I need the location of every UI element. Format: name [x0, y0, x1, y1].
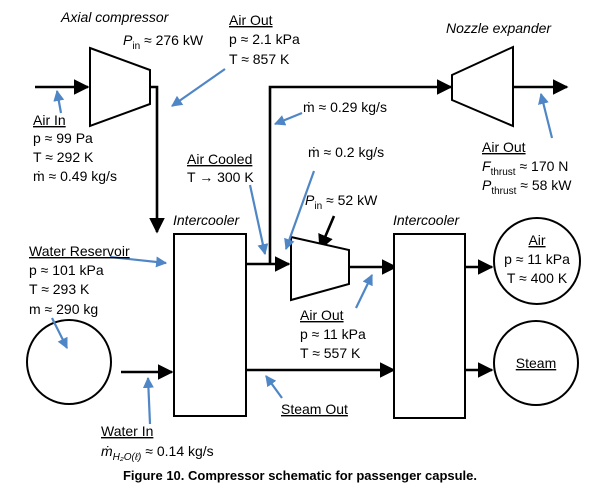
- split-flow-mass-flow: ṁ ≈ 0.29 kg/s: [303, 99, 387, 115]
- air-in-temperature: T ≈ 292 K: [33, 149, 94, 165]
- split-flow-callout: [273, 111, 303, 126]
- water-in-mass-flow: ṁH₂O(ℓ) ≈ 0.14 kg/s: [101, 443, 214, 463]
- nozzle-out-title: Air Out: [482, 139, 526, 155]
- air-out-mid-temperature: T ≈ 557 K: [300, 345, 361, 361]
- air-out-mid-callout: [355, 274, 373, 309]
- air-in-pressure: p ≈ 99 Pa: [33, 130, 93, 146]
- air-cooled-temperature: T → 300 K: [187, 169, 254, 185]
- air-tank: [493, 217, 581, 305]
- water-in-title: Water In: [101, 423, 153, 439]
- reservoir-callout: [109, 255, 168, 268]
- nozzle-out-callout: [538, 92, 554, 139]
- air-tank-title: Air: [528, 232, 545, 248]
- air-cooled-title: Air Cooled: [187, 151, 252, 167]
- bypass-to-nozzle-line: [268, 79, 453, 264]
- water-reservoir-temperature: T ≈ 293 K: [29, 281, 90, 297]
- components: [26, 45, 581, 419]
- reservoir-mass-callout: [51, 317, 68, 349]
- callout-arrows: [51, 68, 554, 425]
- air-in-mass-flow: ṁ ≈ 0.49 kg/s: [33, 168, 117, 184]
- intercooler-right-label: Intercooler: [393, 212, 460, 228]
- air-out-top-pressure: p ≈ 2.1 kPa: [229, 31, 300, 47]
- water-in-callout: [142, 376, 154, 425]
- air-out-mid-pressure: p ≈ 11 kPa: [300, 326, 366, 342]
- intercooler-left-box: [173, 233, 247, 417]
- nozzle-expander-title: Nozzle expander: [446, 20, 552, 36]
- compressor1-power: Pin ≈ 276 kW: [123, 32, 204, 52]
- compressor2-shape: [290, 235, 350, 302]
- axial-compressor-shape: [89, 46, 151, 128]
- second-flow-mass-flow: ṁ ≈ 0.2 kg/s: [308, 144, 384, 160]
- steam-tank-title: Steam: [516, 355, 556, 371]
- text-labels: Axial compressor Nozzle expander Pin ≈ 2…: [29, 9, 572, 483]
- steam-out-title: Steam Out: [281, 401, 348, 417]
- compressor-to-intercooler-line: [149, 85, 165, 234]
- air-in-callout: [53, 89, 65, 114]
- nozzle-expander-shape: [451, 45, 514, 128]
- nozzle-out-power: Pthrust ≈ 58 kW: [482, 177, 572, 197]
- figure-caption: Figure 10. Compressor schematic for pass…: [123, 468, 477, 483]
- steam-tank: [493, 320, 579, 406]
- water-reservoir-pressure: p ≈ 101 kPa: [29, 262, 104, 278]
- air-out-top-title: Air Out: [229, 12, 273, 28]
- intercooler-right-box: [393, 233, 466, 419]
- second-flow-callout: [284, 170, 316, 251]
- air-out-mid-title: Air Out: [300, 307, 344, 323]
- water-reservoir-mass: m ≈ 290 kg: [29, 301, 98, 317]
- water-reservoir-title: Water Reservoir: [29, 243, 130, 259]
- flow-lines: [35, 79, 569, 380]
- air-cooled-callout: [248, 184, 269, 256]
- air-tank-pressure: p ≈ 11 kPa: [504, 251, 570, 267]
- axial-compressor-title: Axial compressor: [60, 9, 170, 25]
- air-in-title: Air In: [33, 112, 66, 128]
- air-out-top-temperature: T ≈ 857 K: [229, 51, 290, 67]
- air-tank-temperature: T ≈ 400 K: [507, 270, 568, 286]
- intercooler-left-label: Intercooler: [173, 212, 240, 228]
- compressor2-power: Pin ≈ 52 kW: [305, 192, 378, 212]
- nozzle-out-thrust: Fthrust ≈ 170 N: [482, 158, 568, 178]
- water-reservoir-tank: [26, 319, 112, 405]
- air-out-top-callout: [171, 68, 226, 107]
- steam-out-callout: [265, 375, 283, 399]
